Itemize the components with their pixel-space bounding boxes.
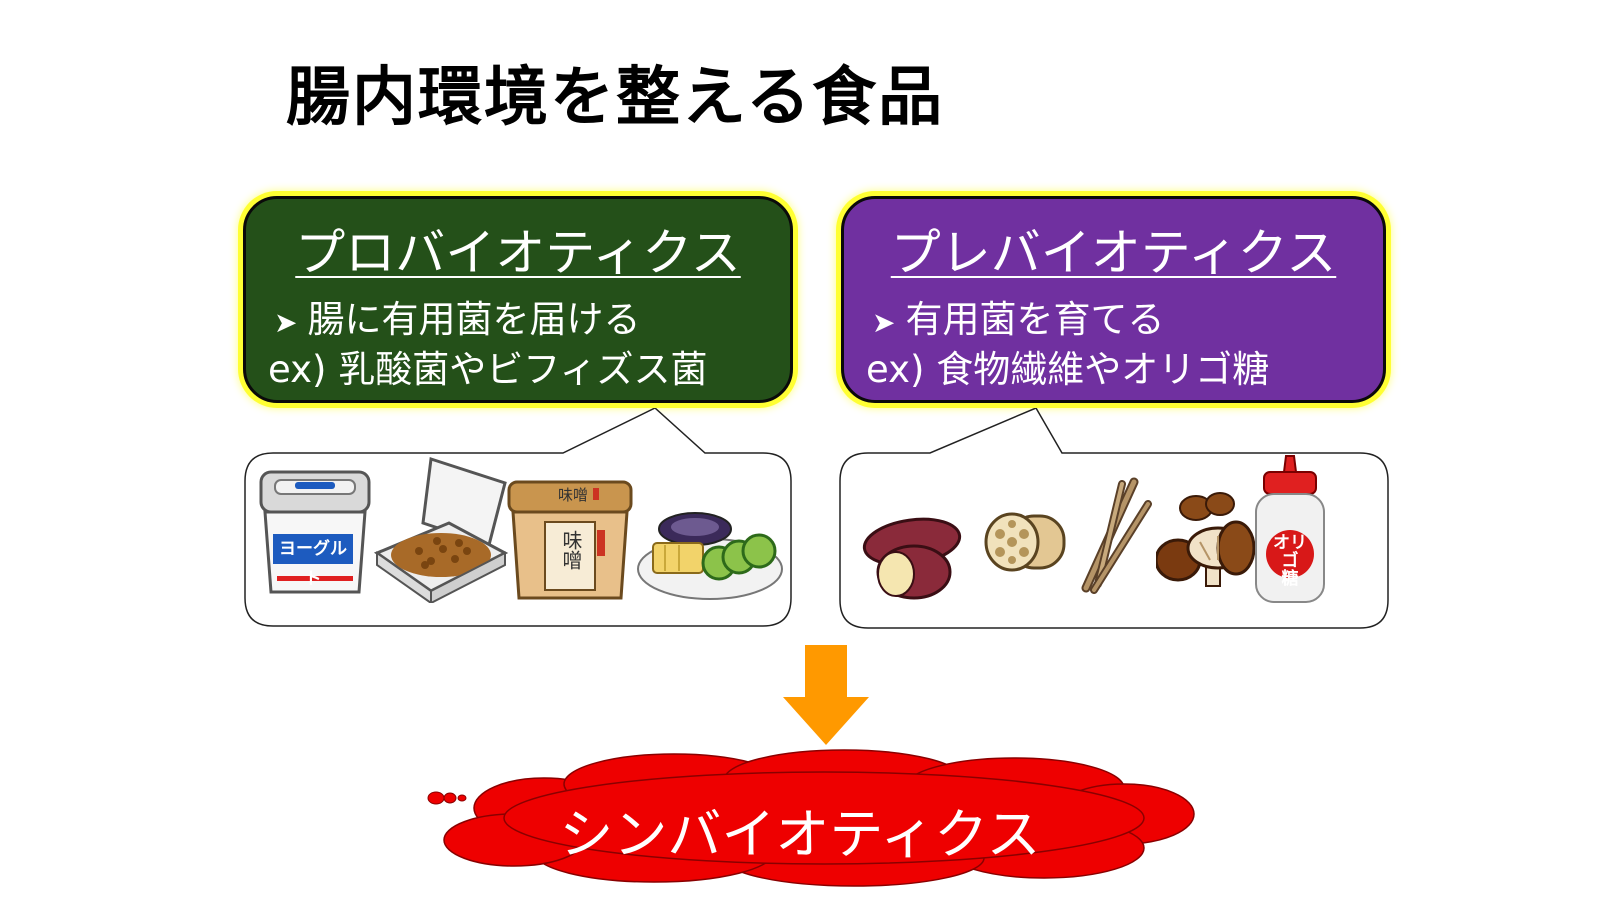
- pickles-icon: [635, 503, 785, 603]
- probiotics-bullet-text: 腸に有用菌を届ける: [307, 298, 641, 341]
- oligosaccharide-bottle-icon: オリゴ 糖: [1250, 454, 1330, 604]
- down-arrow-icon: [781, 645, 871, 753]
- mushrooms-icon: [1156, 486, 1256, 596]
- natto-icon: [371, 453, 511, 603]
- miso-icon: 味噌 味噌: [505, 478, 635, 602]
- probiotics-food-bubble: ヨーグルト 味噌 味噌: [243, 408, 803, 638]
- oligosaccharide-label: オリゴ 糖: [1266, 534, 1314, 588]
- yogurt-label: ヨーグルト: [273, 534, 353, 589]
- bullet-arrow-icon: ➤: [872, 306, 896, 339]
- prebiotics-heading: プレバイオティクス: [890, 224, 1337, 282]
- prebiotics-bullet: ➤ 有用菌を育てる: [872, 289, 1164, 343]
- prebiotics-box: プレバイオティクス ➤ 有用菌を育てる ex) 食物繊維やオリゴ糖: [841, 196, 1386, 403]
- lotus-root-icon: [980, 508, 1070, 578]
- probiotics-bullet: ➤ 腸に有用菌を届ける: [274, 289, 640, 343]
- miso-lid-label: 味噌: [558, 486, 589, 504]
- page-title: 腸内環境を整える食品: [286, 61, 945, 135]
- synbiotics-cloud: [424, 748, 1204, 892]
- burdock-icon: [1076, 474, 1156, 594]
- bullet-arrow-icon: ➤: [274, 306, 298, 339]
- probiotics-box: プロバイオティクス ➤ 腸に有用菌を届ける ex) 乳酸菌やビフィズス菌: [243, 196, 793, 403]
- sweet-potato-icon: [854, 508, 964, 604]
- miso-label: 味噌: [559, 530, 583, 570]
- probiotics-example: ex) 乳酸菌やビフィズス菌: [268, 348, 708, 391]
- prebiotics-food-bubble: オリゴ 糖: [838, 408, 1394, 640]
- prebiotics-example: ex) 食物繊維やオリゴ糖: [866, 348, 1270, 391]
- oligosaccharide-label-line2: 糖: [1281, 569, 1299, 589]
- probiotics-heading: プロバイオティクス: [295, 224, 741, 282]
- yogurt-icon: ヨーグルト: [255, 468, 375, 598]
- oligosaccharide-label-line1: オリゴ: [1273, 533, 1307, 571]
- prebiotics-bullet-text: 有用菌を育てる: [905, 298, 1165, 341]
- synbiotics-label: シンバイオティクス: [559, 803, 1041, 866]
